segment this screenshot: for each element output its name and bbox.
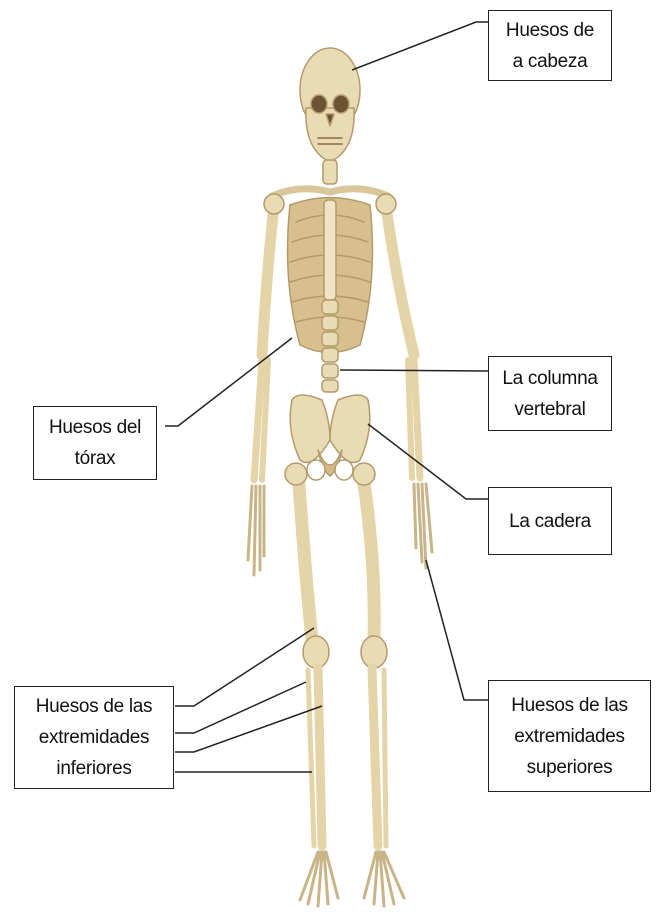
leader-lower-1 <box>175 628 314 706</box>
leader-thorax <box>165 338 292 426</box>
label-lower-limb-bones: Huesos de las extremidades inferiores <box>14 686 174 789</box>
leader-lower-3 <box>175 706 322 752</box>
label-hip: La cadera <box>488 487 612 555</box>
right-foot <box>364 852 404 906</box>
label-head-bones: Huesos de a cabeza <box>488 10 612 81</box>
leader-hip <box>368 424 488 499</box>
spine <box>322 300 338 392</box>
skull <box>300 48 360 162</box>
neck <box>323 160 337 184</box>
leader-spine <box>340 370 488 371</box>
leader-upper <box>426 560 488 700</box>
right-hand <box>414 484 432 568</box>
left-hand <box>248 486 264 575</box>
label-upper-limb-bones: Huesos de las extremidades superiores <box>488 680 651 792</box>
label-spine: La columna vertebral <box>488 356 612 431</box>
label-thorax-bones: Huesos del tórax <box>33 406 157 480</box>
leader-head <box>352 22 488 70</box>
leader-lower-2 <box>175 682 306 733</box>
left-foot <box>300 852 338 906</box>
